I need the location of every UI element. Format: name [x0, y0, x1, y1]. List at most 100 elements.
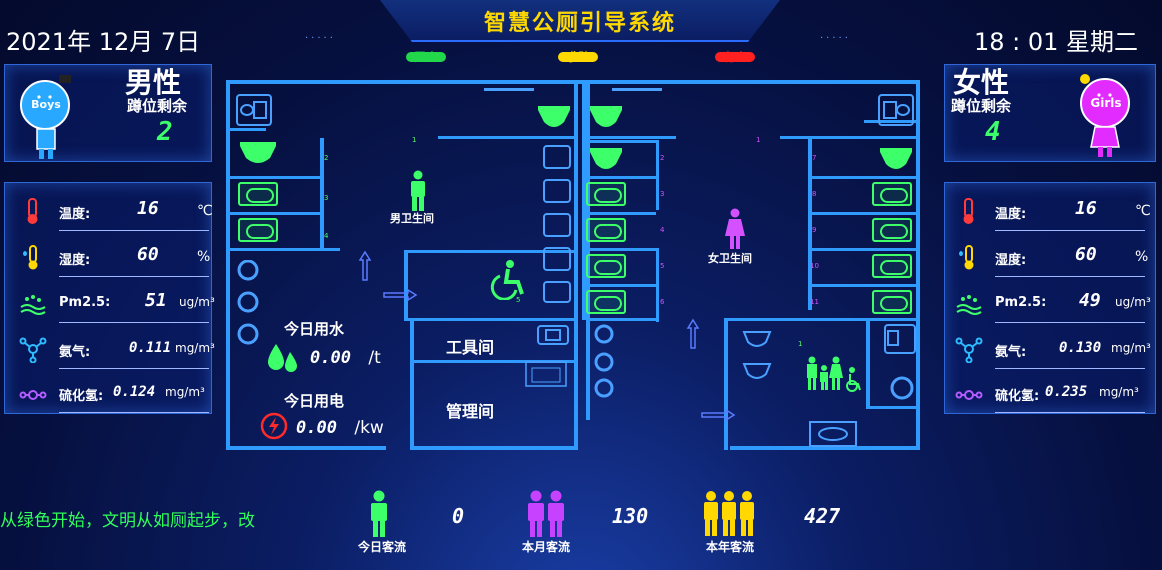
- men-availability-card: Boys 男性 蹲位剩余 2: [4, 64, 212, 162]
- wall: [404, 250, 574, 253]
- today-flow-value: 0: [452, 504, 465, 528]
- squat-toilet-icon: [586, 254, 626, 278]
- toilet-icon: [884, 324, 916, 354]
- toilet-icon: [742, 331, 772, 379]
- env-humidity-label: 湿度:: [59, 253, 91, 268]
- env-row-ammonia: 氨气: 0.130 mg/m³: [955, 331, 1151, 371]
- tool-room-label: 工具间: [446, 338, 495, 357]
- boys-badge-text: Boys: [31, 98, 61, 111]
- wall: [864, 120, 920, 123]
- accessible-stall-number: 5: [516, 296, 521, 304]
- wall: [438, 136, 578, 139]
- arrow-right-icon: [383, 288, 418, 302]
- wall: [724, 318, 728, 450]
- wall: [656, 140, 659, 210]
- wall: [724, 318, 920, 321]
- wall: [230, 176, 324, 179]
- toilet-icon: [240, 142, 276, 163]
- env-temperature-label: 温度:: [995, 207, 1027, 222]
- env-ammonia-label: 氨气:: [59, 345, 91, 360]
- stall-number: 3: [660, 190, 665, 198]
- env-h2s-value: 0.235: [1045, 384, 1088, 400]
- women-gender-label: 女性: [953, 66, 1010, 99]
- env-pm25-label: Pm2.5:: [995, 295, 1047, 310]
- env-h2s-label: 硫化氢:: [995, 389, 1040, 404]
- humidity-icon: [959, 245, 974, 270]
- wall: [916, 80, 920, 450]
- divider: [995, 322, 1145, 323]
- env-ammonia-unit: mg/m³: [175, 341, 215, 355]
- env-ammonia-value: 0.130: [1059, 340, 1102, 356]
- divider: [59, 230, 209, 231]
- wall: [780, 136, 916, 139]
- env-h2s-unit: mg/m³: [165, 385, 205, 399]
- env-h2s-label: 硫化氢:: [59, 389, 104, 404]
- toilet-icon: [590, 106, 622, 127]
- clock-display: 18 : 01 星期二: [974, 22, 1138, 57]
- wall: [808, 138, 812, 310]
- env-humidity-unit: %: [1135, 249, 1149, 265]
- stall-number: 2: [324, 154, 329, 162]
- legend-vacant-swatch: [406, 52, 446, 62]
- squat-toilet-icon: [586, 182, 626, 206]
- h2s-icon: [19, 390, 47, 400]
- arrow-up-icon: [358, 250, 372, 281]
- divider: [59, 368, 209, 369]
- month-flow-label: 本月客流: [521, 540, 570, 554]
- floor-plan: 男卫生间 女卫生间 5 1 1 2 3 4 2 3 4 5 6 1 7 8 9 …: [224, 78, 924, 454]
- env-temperature-unit: ℃: [197, 203, 213, 219]
- divider: [995, 276, 1145, 277]
- year-flow-label: 本年客流: [705, 540, 754, 554]
- year-flow-value: 427: [804, 504, 841, 528]
- pm25-icon: [956, 295, 982, 315]
- wall: [574, 360, 578, 450]
- env-row-humidity: 湿度: 60 %: [955, 239, 1149, 279]
- squat-toilet-icon: [872, 254, 912, 278]
- arrow-up-icon: [686, 318, 700, 349]
- water-label: 今日用水: [284, 320, 345, 338]
- wall: [410, 446, 576, 450]
- wall: [410, 318, 414, 388]
- stall-number: 4: [660, 226, 665, 234]
- env-pm25-label: Pm2.5:: [59, 295, 111, 310]
- env-h2s-unit: mg/m³: [1099, 385, 1139, 399]
- wall: [410, 360, 576, 363]
- two-people-icon: [528, 490, 564, 537]
- env-pm25-unit: ug/m³: [1115, 295, 1151, 309]
- stall-number: 11: [810, 298, 819, 306]
- env-ammonia-unit: mg/m³: [1111, 341, 1151, 355]
- boys-mascot-icon: [20, 75, 71, 159]
- men-gender-label: 男性: [125, 66, 182, 99]
- month-flow-value: 130: [612, 504, 649, 528]
- weekday-text: 星期二: [1066, 28, 1138, 56]
- wall: [404, 318, 574, 321]
- squat-toilet-icon: [872, 290, 912, 314]
- men-remain-count: 2: [157, 117, 173, 147]
- env-row-humidity: 湿度: 60 %: [19, 239, 210, 279]
- env-row-h2s: 硫化氢: 0.124 mg/m³: [19, 375, 209, 415]
- wheelchair-icon: [490, 260, 524, 300]
- girls-badge-text: Girls: [1090, 96, 1122, 110]
- squat-toilet-icon: [872, 218, 912, 242]
- scrolling-slogan: 从绿色开始，文明从如厕起步，改: [0, 511, 255, 531]
- legend-help-label: 求助: [565, 50, 590, 64]
- wall: [226, 128, 266, 131]
- power-value: 0.00: [296, 418, 337, 438]
- h2s-icon: [955, 390, 983, 400]
- male-person-icon: [411, 170, 425, 211]
- wall: [586, 136, 676, 139]
- stall-number: 6: [660, 298, 665, 306]
- wall: [808, 176, 916, 179]
- title-bar: [380, 0, 780, 42]
- env-humidity-value: 60: [137, 244, 159, 265]
- wall: [574, 80, 578, 420]
- env-temperature-value: 16: [1075, 198, 1097, 219]
- toilet-icon: [590, 148, 622, 169]
- three-people-icon: [704, 491, 754, 536]
- wall: [226, 446, 386, 450]
- wall: [586, 176, 656, 179]
- single-person-icon: [371, 490, 387, 537]
- wall: [656, 248, 659, 322]
- ammonia-icon: [19, 337, 47, 363]
- family-room-number: 1: [798, 340, 803, 348]
